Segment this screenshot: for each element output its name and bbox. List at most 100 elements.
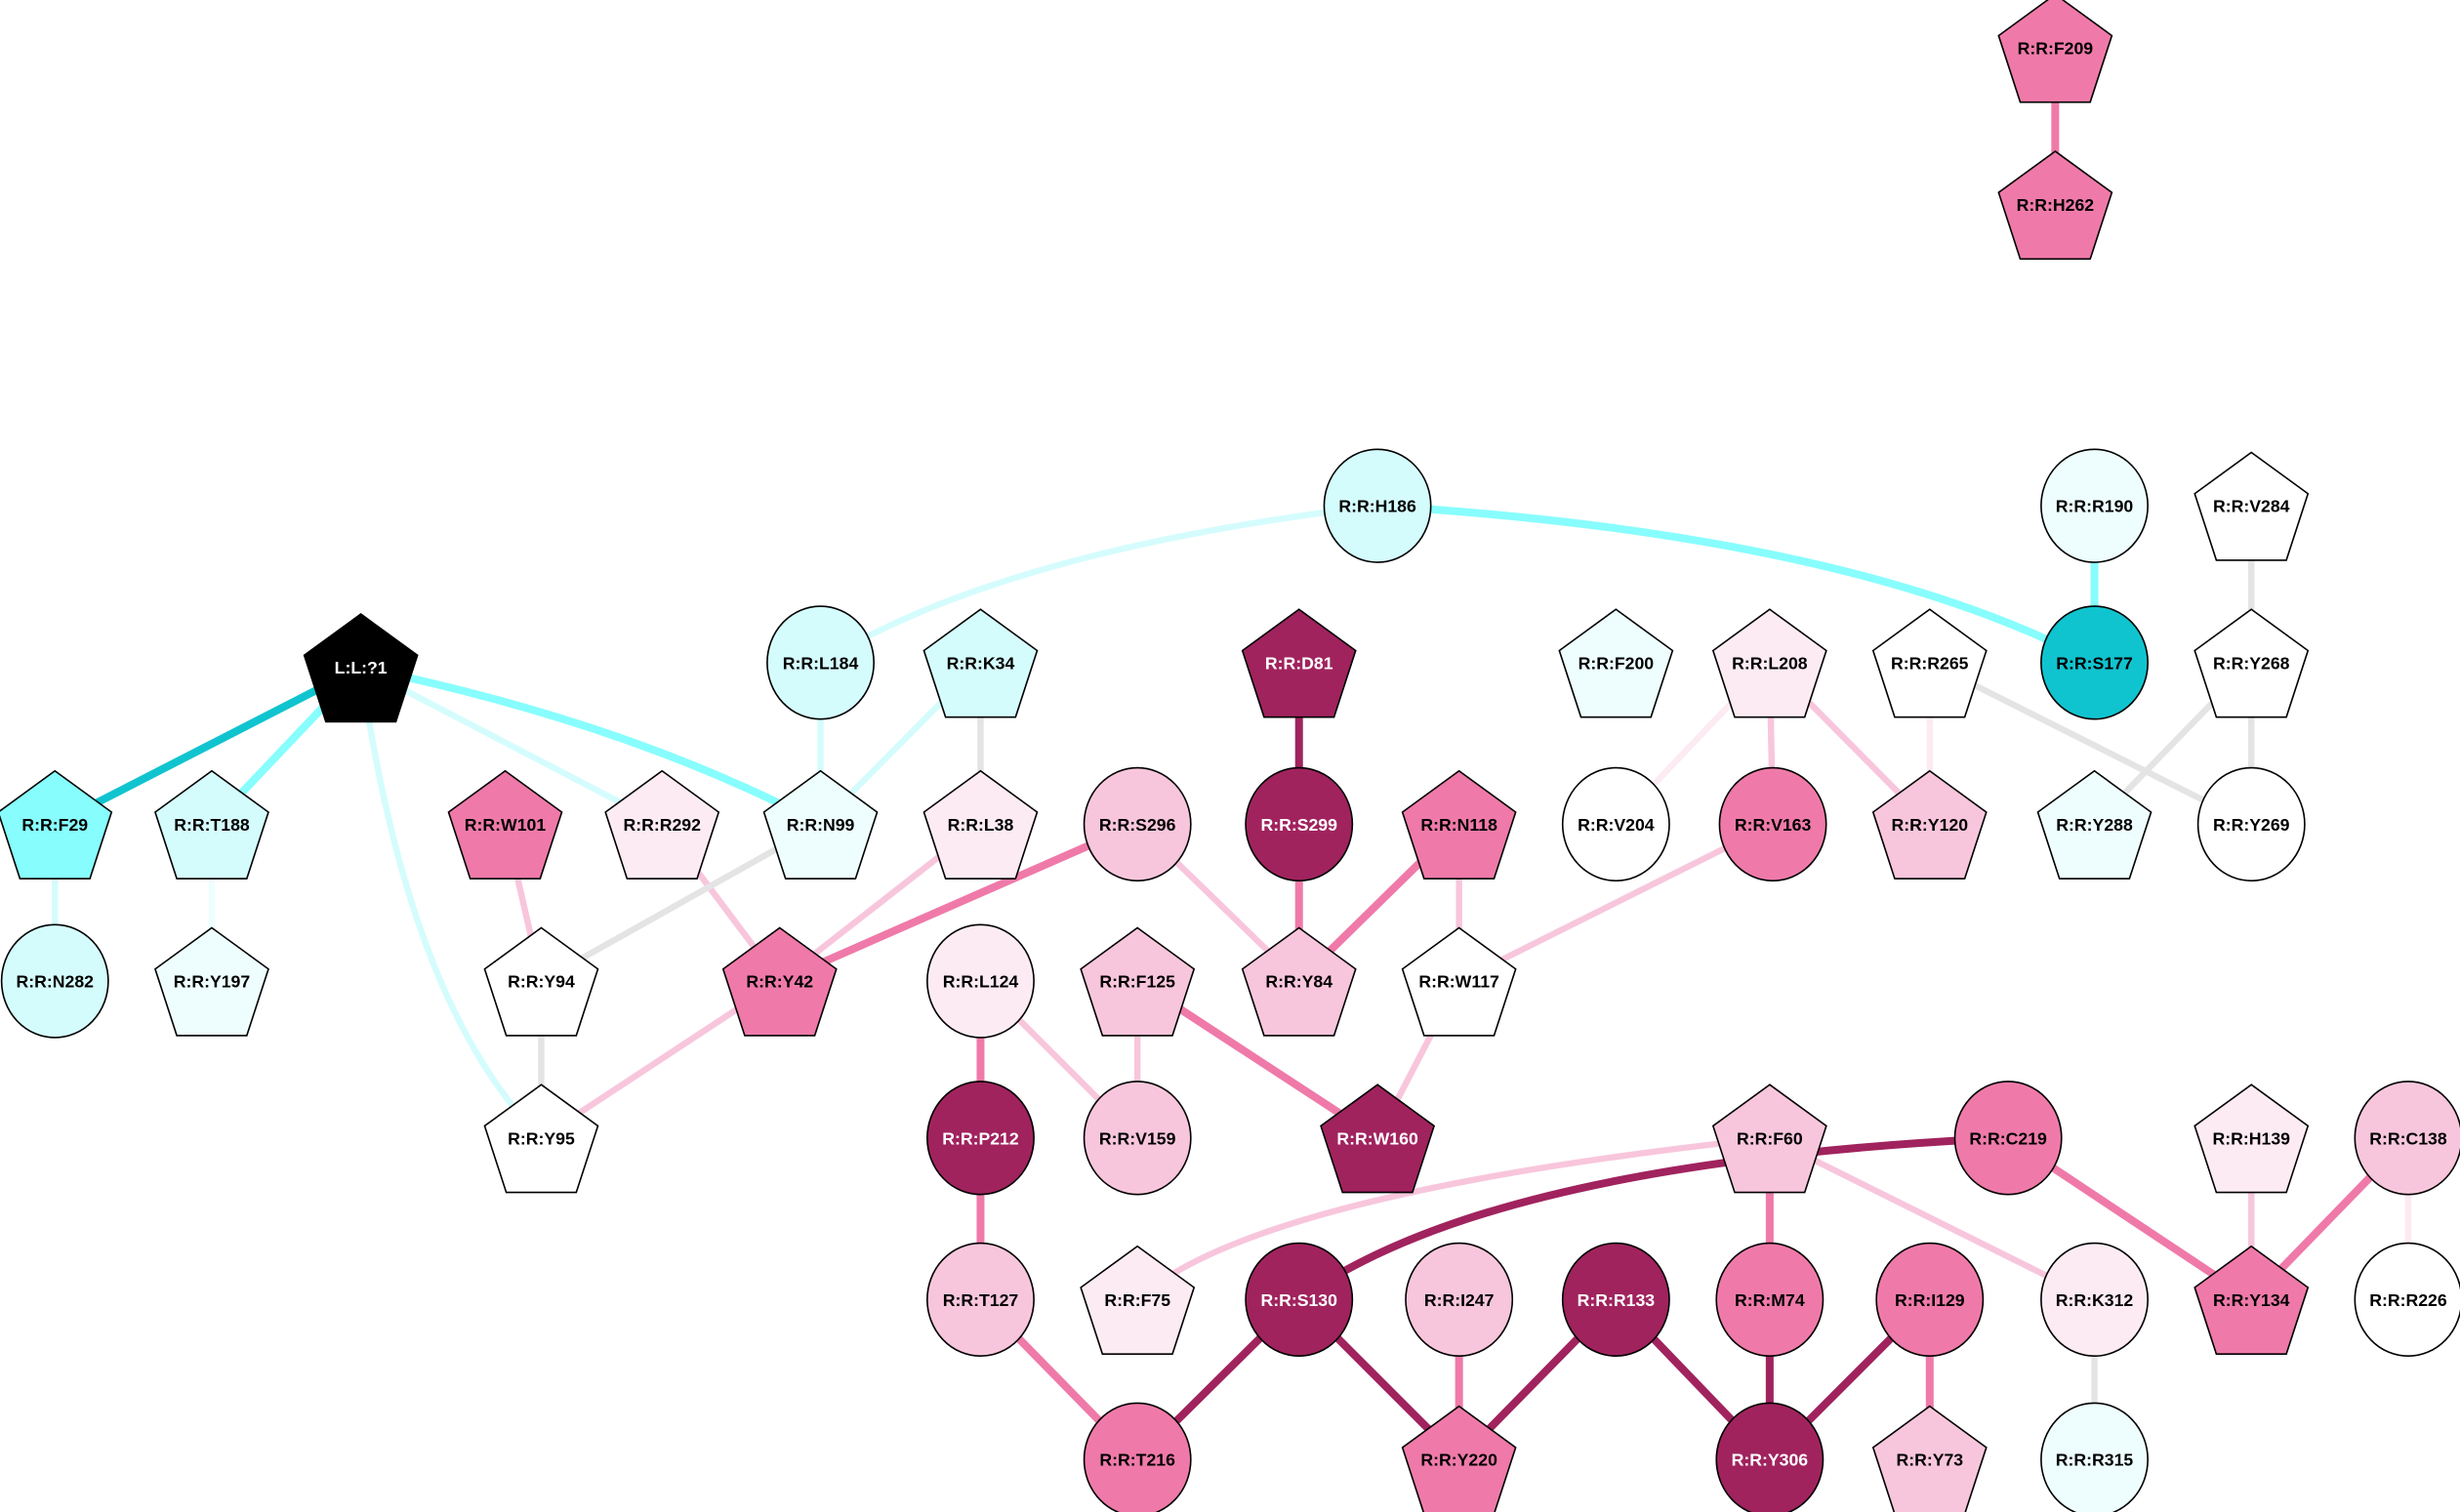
circle-node-shape bbox=[2040, 448, 2149, 563]
node-L38[interactable]: R:R:L38 bbox=[922, 769, 1039, 879]
node-Y84[interactable]: R:R:Y84 bbox=[1241, 926, 1357, 1037]
pentagon-node-shape bbox=[721, 926, 838, 1037]
node-L124[interactable]: R:R:L124 bbox=[926, 923, 1035, 1039]
circle-node-shape bbox=[926, 1081, 1035, 1196]
node-Y269[interactable]: R:R:Y269 bbox=[2196, 766, 2306, 882]
node-L208[interactable]: R:R:L208 bbox=[1711, 608, 1827, 718]
node-Y268[interactable]: R:R:Y268 bbox=[2194, 608, 2310, 718]
node-Y73[interactable]: R:R:Y73 bbox=[1871, 1405, 1988, 1512]
node-I247[interactable]: R:R:I247 bbox=[1405, 1242, 1514, 1358]
node-label: R:R:F60 bbox=[1737, 1128, 1803, 1148]
node-label: R:R:Y268 bbox=[2213, 653, 2290, 673]
node-F29[interactable]: R:R:F29 bbox=[0, 769, 113, 879]
node-Y94[interactable]: R:R:Y94 bbox=[483, 926, 599, 1037]
node-S177[interactable]: R:R:S177 bbox=[2040, 605, 2149, 720]
node-N282[interactable]: R:R:N282 bbox=[0, 923, 109, 1039]
node-L1[interactable]: L:L:?1 bbox=[303, 613, 419, 723]
pentagon-node-shape bbox=[2194, 451, 2310, 561]
node-H262[interactable]: R:R:H262 bbox=[1997, 149, 2113, 261]
node-label: R:R:Y306 bbox=[1732, 1451, 1809, 1470]
node-R292[interactable]: R:R:R292 bbox=[604, 769, 720, 879]
node-R315[interactable]: R:R:R315 bbox=[2040, 1402, 2149, 1512]
node-label: R:R:R315 bbox=[2056, 1451, 2134, 1470]
pentagon-node-shape bbox=[447, 769, 563, 879]
node-Y288[interactable]: R:R:Y288 bbox=[2036, 769, 2152, 879]
node-I129[interactable]: R:R:I129 bbox=[1875, 1242, 1985, 1358]
pentagon-node-shape bbox=[2194, 1083, 2310, 1194]
node-Y134[interactable]: R:R:Y134 bbox=[2194, 1245, 2310, 1355]
node-label: R:R:C138 bbox=[2369, 1128, 2447, 1148]
node-N118[interactable]: R:R:N118 bbox=[1401, 769, 1517, 879]
node-Y197[interactable]: R:R:Y197 bbox=[154, 926, 269, 1037]
node-label: R:R:W117 bbox=[1418, 972, 1499, 992]
node-label: R:R:R226 bbox=[2369, 1290, 2447, 1310]
node-W160[interactable]: R:R:W160 bbox=[1320, 1083, 1436, 1194]
pentagon-node-shape bbox=[1401, 926, 1517, 1037]
node-H139[interactable]: R:R:H139 bbox=[2194, 1083, 2310, 1194]
node-label: R:R:V163 bbox=[1735, 815, 1812, 835]
node-D81[interactable]: R:R:D81 bbox=[1241, 608, 1357, 718]
node-T188[interactable]: R:R:T188 bbox=[154, 769, 269, 879]
node-label: R:R:S299 bbox=[1260, 815, 1337, 835]
node-V163[interactable]: R:R:V163 bbox=[1718, 766, 1827, 882]
node-F200[interactable]: R:R:F200 bbox=[1558, 608, 1674, 718]
node-label: R:R:H262 bbox=[2017, 195, 2095, 215]
node-V284[interactable]: R:R:V284 bbox=[2194, 451, 2310, 561]
node-M74[interactable]: R:R:M74 bbox=[1715, 1242, 1824, 1358]
node-label: R:R:H139 bbox=[2213, 1128, 2291, 1148]
node-H186[interactable]: R:R:H186 bbox=[1323, 448, 1432, 563]
node-K312[interactable]: R:R:K312 bbox=[2040, 1242, 2149, 1358]
node-R265[interactable]: R:R:R265 bbox=[1871, 608, 1988, 718]
node-T216[interactable]: R:R:T216 bbox=[1083, 1402, 1192, 1512]
circle-node-shape bbox=[1083, 1081, 1192, 1196]
node-R226[interactable]: R:R:R226 bbox=[2354, 1242, 2460, 1358]
node-L184[interactable]: R:R:L184 bbox=[766, 605, 875, 720]
pentagon-node-shape bbox=[1997, 0, 2113, 103]
node-label: R:R:I247 bbox=[1424, 1290, 1495, 1310]
node-R190[interactable]: R:R:R190 bbox=[2040, 448, 2149, 563]
circle-node-shape bbox=[1715, 1242, 1824, 1358]
node-label: R:R:Y95 bbox=[508, 1128, 575, 1148]
node-V159[interactable]: R:R:V159 bbox=[1083, 1081, 1192, 1196]
node-label: R:R:I129 bbox=[1895, 1290, 1965, 1310]
node-P212[interactable]: R:R:P212 bbox=[926, 1081, 1035, 1196]
node-F60[interactable]: R:R:F60 bbox=[1711, 1083, 1827, 1194]
node-V204[interactable]: R:R:V204 bbox=[1561, 766, 1670, 882]
node-label: R:R:Y288 bbox=[2056, 815, 2133, 835]
node-label: R:R:H186 bbox=[1338, 497, 1416, 516]
pentagon-node-shape bbox=[2036, 769, 2152, 879]
pentagon-node-shape bbox=[1871, 1405, 1988, 1512]
edge-F60-F75 bbox=[1135, 1134, 1771, 1302]
node-label: R:R:M74 bbox=[1735, 1290, 1805, 1310]
node-label: R:R:F125 bbox=[1099, 972, 1175, 992]
node-label: R:R:C219 bbox=[1969, 1128, 2047, 1148]
node-R133[interactable]: R:R:R133 bbox=[1561, 1242, 1670, 1358]
node-F125[interactable]: R:R:F125 bbox=[1080, 926, 1196, 1037]
node-T127[interactable]: R:R:T127 bbox=[926, 1242, 1035, 1358]
circle-node-shape bbox=[1323, 448, 1432, 563]
node-Y42[interactable]: R:R:Y42 bbox=[721, 926, 838, 1037]
node-F75[interactable]: R:R:F75 bbox=[1080, 1245, 1196, 1355]
node-N99[interactable]: R:R:N99 bbox=[762, 769, 879, 879]
node-F209[interactable]: R:R:F209 bbox=[1997, 0, 2113, 103]
node-Y95[interactable]: R:R:Y95 bbox=[483, 1083, 599, 1194]
edge-L1-Y95 bbox=[357, 667, 544, 1141]
node-C138[interactable]: R:R:C138 bbox=[2354, 1081, 2460, 1196]
node-label: R:R:F209 bbox=[2018, 38, 2094, 58]
node-S299[interactable]: R:R:S299 bbox=[1245, 766, 1354, 882]
node-Y220[interactable]: R:R:Y220 bbox=[1401, 1405, 1517, 1512]
node-W117[interactable]: R:R:W117 bbox=[1401, 926, 1517, 1037]
node-label: R:R:Y120 bbox=[1892, 815, 1969, 835]
node-Y306[interactable]: R:R:Y306 bbox=[1715, 1402, 1824, 1512]
node-label: R:R:L124 bbox=[943, 972, 1019, 992]
circle-node-shape bbox=[2354, 1242, 2460, 1358]
node-S296[interactable]: R:R:S296 bbox=[1083, 766, 1192, 882]
node-K34[interactable]: R:R:K34 bbox=[922, 608, 1039, 718]
node-C219[interactable]: R:R:C219 bbox=[1953, 1081, 2063, 1196]
node-S130[interactable]: R:R:S130 bbox=[1245, 1242, 1354, 1358]
node-Y120[interactable]: R:R:Y120 bbox=[1871, 769, 1988, 879]
node-label: R:R:L38 bbox=[948, 815, 1014, 835]
pentagon-node-shape bbox=[922, 769, 1039, 879]
node-W101[interactable]: R:R:W101 bbox=[447, 769, 563, 879]
node-label: R:R:S177 bbox=[2056, 653, 2133, 673]
